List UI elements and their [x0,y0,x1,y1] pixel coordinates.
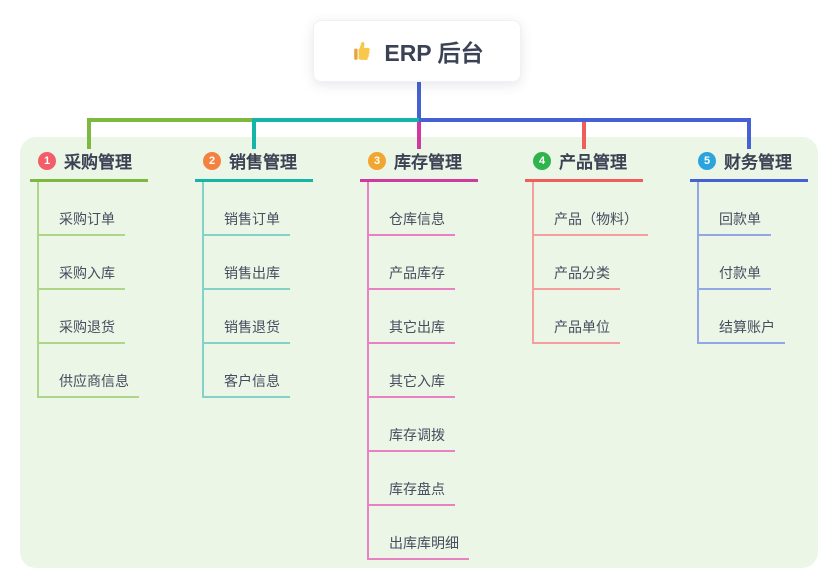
branch-title: 产品管理 [559,153,627,172]
root-title: ERP 后台 [384,40,484,66]
child-node[interactable]: 出库库明细 [369,533,469,560]
branch-header[interactable]: 1 采购管理 [30,148,148,182]
child-row: 回款单 [699,182,839,236]
child-node[interactable]: 产品（物料） [534,209,648,236]
branch-header[interactable]: 4 产品管理 [525,148,643,182]
branch-3: 3 库存管理仓库信息产品库存其它出库其它入库库存调拨库存盘点出库库明细 [360,148,520,560]
branch-children: 销售订单销售出库销售退货客户信息 [202,182,355,398]
child-node[interactable]: 其它入库 [369,371,455,398]
branch-title: 库存管理 [394,153,462,172]
branch-number-badge: 1 [38,151,56,170]
child-node[interactable]: 付款单 [699,263,771,290]
branch-number-badge: 3 [368,151,386,170]
connector-drop-1 [87,118,91,149]
child-node[interactable]: 产品单位 [534,317,620,344]
child-row: 付款单 [699,236,839,290]
branch-1: 1 采购管理采购订单采购入库采购退货供应商信息 [30,148,190,398]
child-node[interactable]: 销售订单 [204,209,290,236]
child-row: 库存调拨 [369,398,520,452]
branch-number-badge: 2 [203,151,221,170]
child-row: 产品分类 [534,236,685,290]
child-node[interactable]: 产品分类 [534,263,620,290]
child-row: 其它出库 [369,290,520,344]
connector-bus-segment-1 [89,118,254,122]
child-node[interactable]: 库存调拨 [369,425,455,452]
branch-title: 财务管理 [724,153,792,172]
child-row: 库存盘点 [369,452,520,506]
child-node[interactable]: 采购入库 [39,263,125,290]
child-node[interactable]: 销售出库 [204,263,290,290]
child-node[interactable]: 回款单 [699,209,771,236]
child-node[interactable]: 结算账户 [699,317,785,344]
root-node[interactable]: ERP 后台 [313,20,521,82]
child-node[interactable]: 产品库存 [369,263,455,290]
child-node[interactable]: 采购退货 [39,317,125,344]
connector-drop-2 [252,118,256,149]
connector-drop-5 [747,118,751,149]
child-row: 销售退货 [204,290,355,344]
branch-number-badge: 4 [533,151,551,170]
branch-5: 5 财务管理回款单付款单结算账户 [690,148,839,344]
child-row: 采购入库 [39,236,190,290]
connector-drop-3 [417,122,421,149]
child-row: 采购订单 [39,182,190,236]
child-row: 产品（物料） [534,182,685,236]
connector-bus-segment-2 [254,118,419,122]
branch-number-badge: 5 [698,151,716,170]
branch-children: 采购订单采购入库采购退货供应商信息 [37,182,190,398]
child-row: 出库库明细 [369,506,520,560]
connector-bus-segment-3 [419,118,751,122]
branch-4: 4 产品管理产品（物料） 产品分类产品单位 [525,148,685,344]
child-row: 采购退货 [39,290,190,344]
branch-header[interactable]: 3 库存管理 [360,148,478,182]
branch-children: 仓库信息产品库存其它出库其它入库库存调拨库存盘点出库库明细 [367,182,520,560]
connector-root-stem [417,82,421,118]
child-row: 仓库信息 [369,182,520,236]
child-row: 销售订单 [204,182,355,236]
branch-2: 2 销售管理销售订单销售出库销售退货客户信息 [195,148,355,398]
thumbs-up-icon [350,39,374,63]
child-row: 销售出库 [204,236,355,290]
branch-header[interactable]: 5 财务管理 [690,148,808,182]
branches-panel [20,137,818,568]
branch-title: 采购管理 [64,153,132,172]
child-node[interactable]: 仓库信息 [369,209,455,236]
child-row: 产品库存 [369,236,520,290]
branch-children: 产品（物料） 产品分类产品单位 [532,182,685,344]
connector-drop-4 [582,122,586,149]
child-node[interactable]: 其它出库 [369,317,455,344]
child-row: 结算账户 [699,290,839,344]
child-row: 客户信息 [204,344,355,398]
child-node[interactable]: 销售退货 [204,317,290,344]
branch-children: 回款单付款单结算账户 [697,182,839,344]
child-row: 供应商信息 [39,344,190,398]
branch-title: 销售管理 [229,153,297,172]
child-row: 其它入库 [369,344,520,398]
child-node[interactable]: 采购订单 [39,209,125,236]
child-node[interactable]: 供应商信息 [39,371,139,398]
child-node[interactable]: 客户信息 [204,371,290,398]
child-row: 产品单位 [534,290,685,344]
child-node[interactable]: 库存盘点 [369,479,455,506]
branch-header[interactable]: 2 销售管理 [195,148,313,182]
